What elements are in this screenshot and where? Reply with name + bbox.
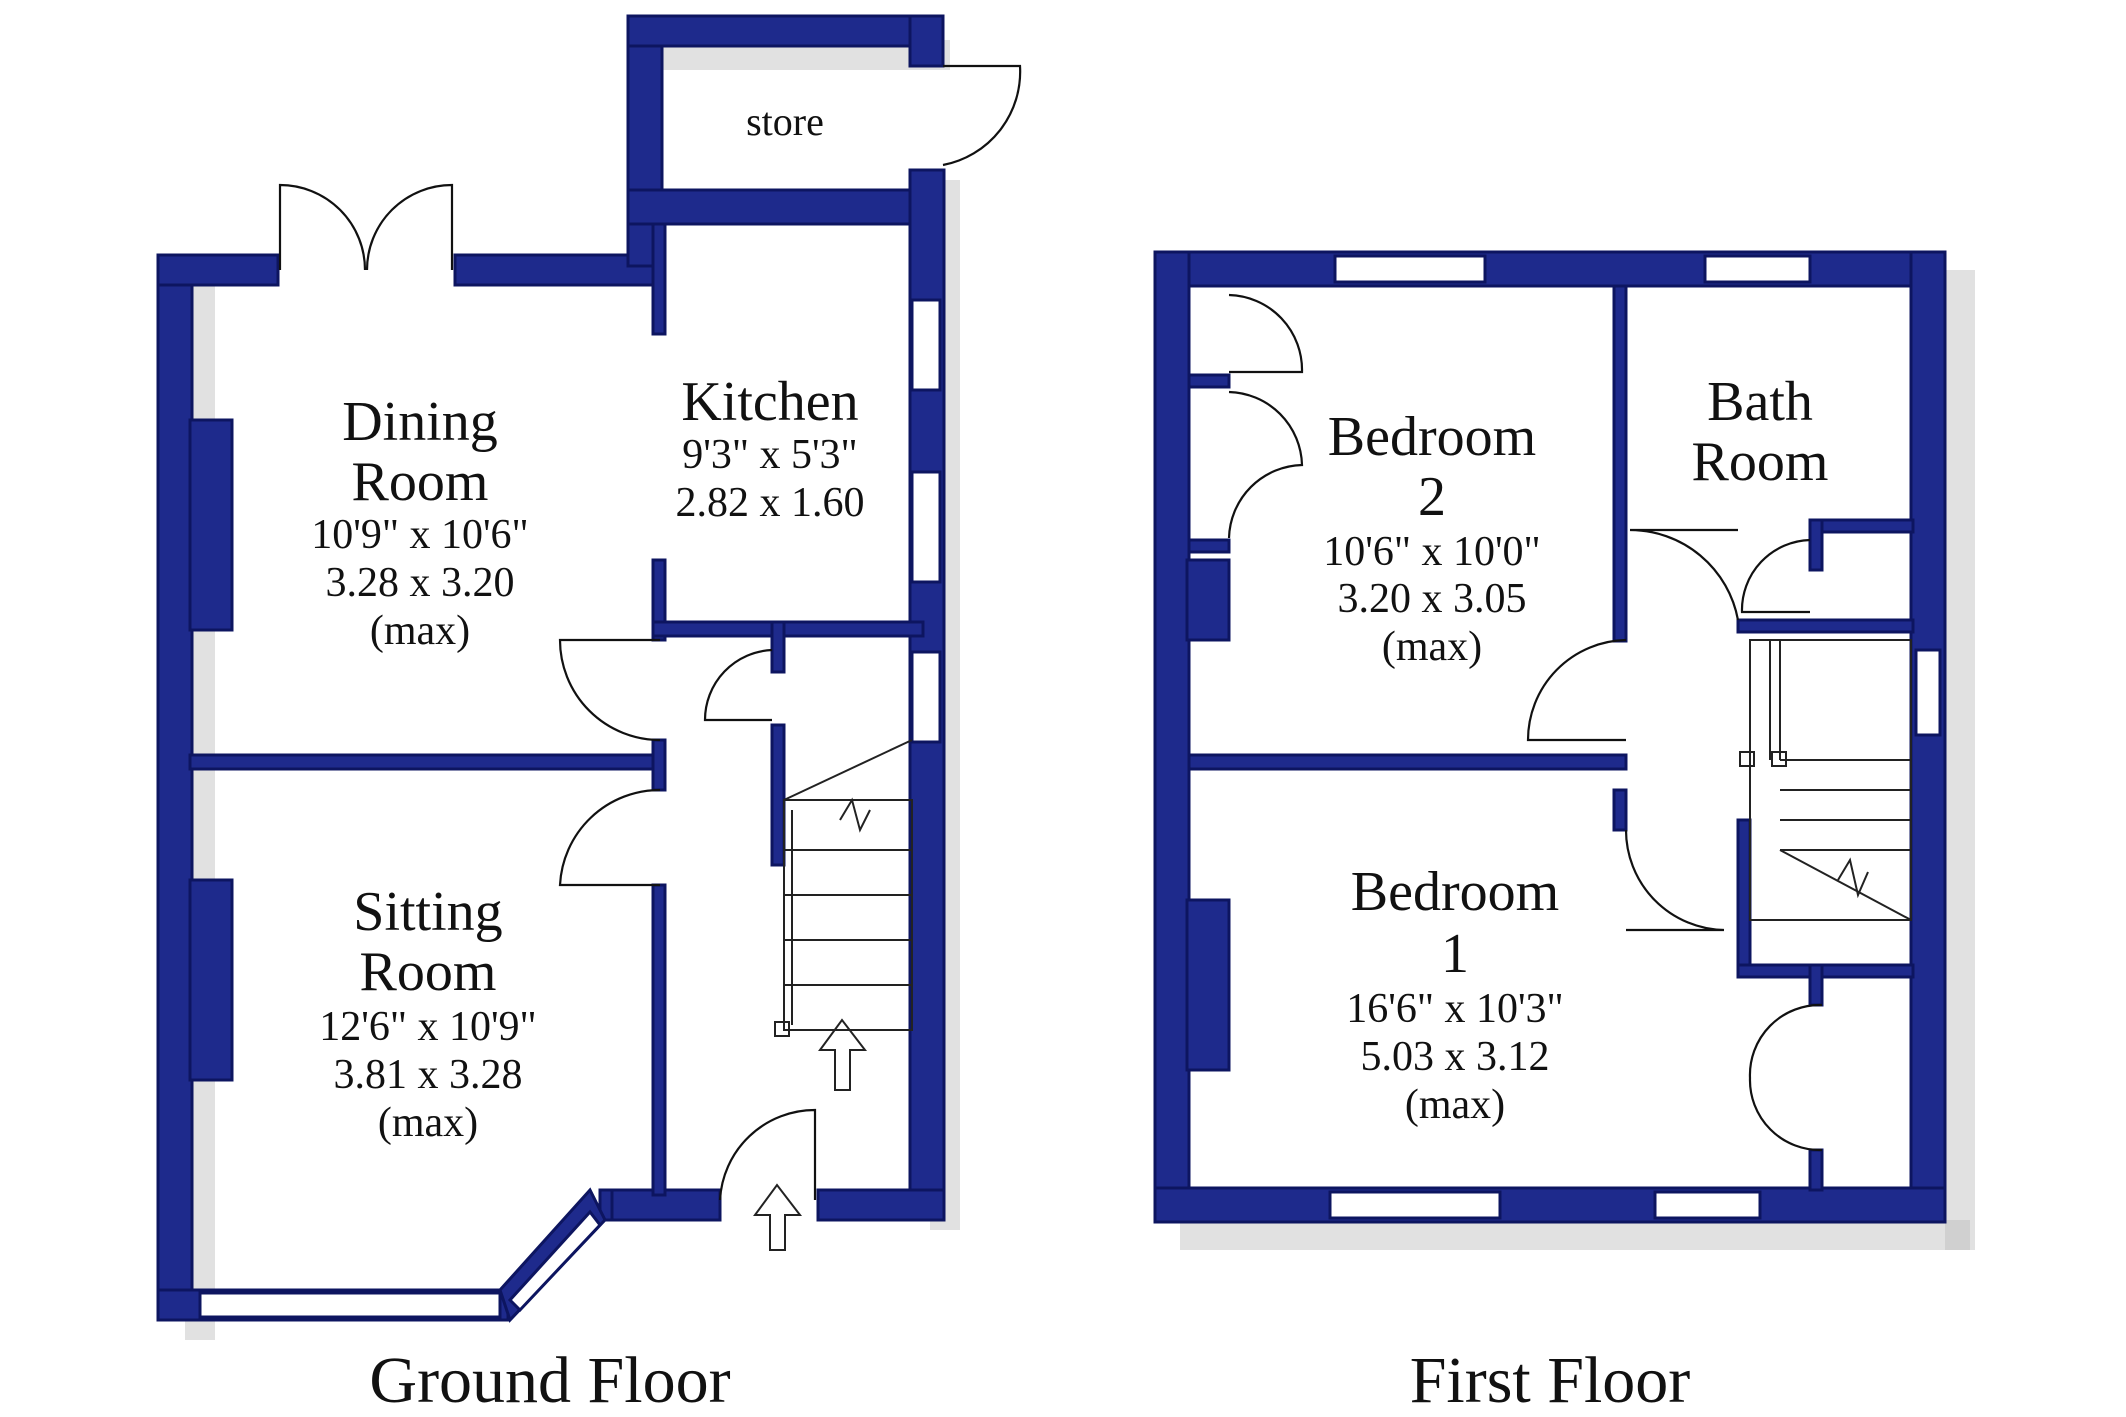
ground-floor-doors (278, 64, 1022, 1201)
sitting-room-imperial: 12'6" x 10'9" (319, 1004, 536, 1050)
sitting-room-label: Sitting Room 12'6" x 10'9" 3.81 x 3.28 (… (319, 881, 536, 1146)
sitting-room-note: (max) (378, 1100, 478, 1146)
bedroom-1-name-line2: 1 (1441, 923, 1469, 985)
bedroom-2-name-line1: Bedroom (1328, 406, 1536, 468)
ground-floor-stairs (753, 739, 913, 1251)
store-label: store (746, 99, 824, 144)
first-floor-doors (1227, 293, 1823, 1152)
sitting-room-name-line1: Sitting (353, 881, 502, 943)
first-floor-title: First Floor (1410, 1344, 1691, 1417)
dining-room-name-line1: Dining (342, 391, 498, 453)
first-floor-internal-walls (1187, 284, 1915, 1192)
first-floor-plan: Bedroom 2 10'6" x 10'0" 3.20 x 3.05 (max… (1153, 250, 1975, 1417)
bedroom-2-name-line2: 2 (1418, 466, 1446, 528)
bathroom-name-line1: Bath (1707, 371, 1813, 433)
sitting-room-metric: 3.81 x 3.28 (334, 1052, 523, 1098)
ground-floor-plan: store Dining Room 10'9" x 10'6" 3.28 x 3… (156, 14, 1022, 1417)
ground-floor-windows (198, 298, 942, 1323)
bedroom-1-imperial: 16'6" x 10'3" (1346, 986, 1563, 1032)
dining-room-note: (max) (370, 608, 470, 654)
bedroom-1-label: Bedroom 1 16'6" x 10'3" 5.03 x 3.12 (max… (1346, 861, 1563, 1128)
bathroom-name-line2: Room (1692, 431, 1829, 493)
dining-room-label: Dining Room 10'9" x 10'6" 3.28 x 3.20 (m… (311, 391, 528, 654)
bedroom-2-imperial: 10'6" x 10'0" (1323, 529, 1540, 575)
bedroom-1-name-line1: Bedroom (1351, 861, 1559, 923)
dining-room-imperial: 10'9" x 10'6" (311, 512, 528, 558)
bedroom-2-label: Bedroom 2 10'6" x 10'0" 3.20 x 3.05 (max… (1323, 406, 1540, 670)
kitchen-name: Kitchen (681, 371, 858, 433)
first-floor-stairs (1739, 639, 1912, 921)
dining-room-name-line2: Room (352, 451, 489, 513)
bathroom-label: Bath Room (1692, 371, 1829, 493)
bedroom-2-note: (max) (1382, 624, 1482, 670)
sitting-room-name-line2: Room (360, 941, 497, 1003)
first-floor-walls (1153, 250, 1947, 1224)
ground-floor-walls (156, 14, 946, 1322)
ground-floor-title: Ground Floor (369, 1344, 730, 1417)
ground-floor-internal-walls (188, 222, 925, 1197)
dining-room-metric: 3.28 x 3.20 (326, 560, 515, 606)
kitchen-metric: 2.82 x 1.60 (676, 480, 865, 526)
first-floor-windows (1328, 254, 1942, 1220)
bedroom-1-note: (max) (1405, 1082, 1505, 1128)
kitchen-label: Kitchen 9'3" x 5'3" 2.82 x 1.60 (676, 371, 865, 526)
bedroom-2-metric: 3.20 x 3.05 (1338, 576, 1527, 622)
kitchen-imperial: 9'3" x 5'3" (682, 432, 857, 478)
bedroom-1-metric: 5.03 x 3.12 (1361, 1034, 1550, 1080)
first-floor-shadow (1180, 270, 1975, 1250)
